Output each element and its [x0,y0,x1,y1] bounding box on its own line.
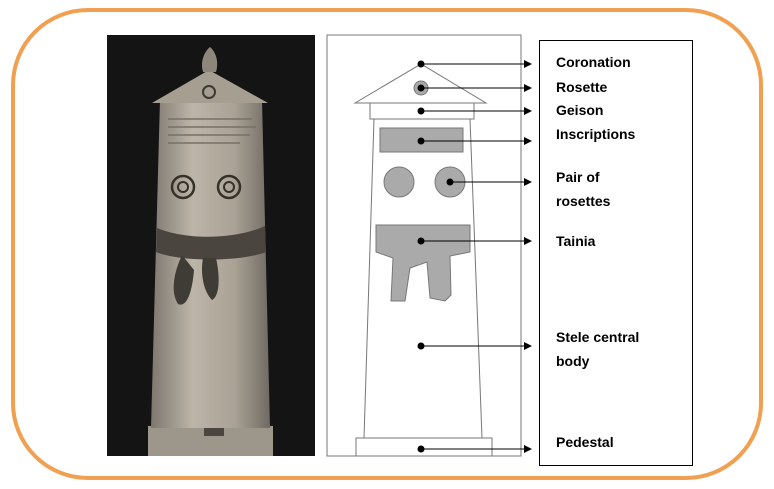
schematic-rosette-left [384,167,414,197]
label-geison: Geison [556,101,603,119]
label-coronation: Coronation [556,53,631,71]
stele-schematic [327,35,521,456]
schematic-shaft [364,119,482,438]
label-pair-of-rosettes-line1: Pair of [556,168,600,186]
label-stele-body-line2: body [556,352,589,370]
label-pedestal: Pedestal [556,433,614,451]
stele-photograph [107,35,315,456]
label-rosette: Rosette [556,78,607,96]
label-pair-of-rosettes-line2: rosettes [556,192,610,210]
label-tainia: Tainia [556,232,595,250]
photo-pedestal-plaque [204,428,224,436]
label-inscriptions: Inscriptions [556,125,635,143]
label-stele-body-line1: Stele central [556,328,639,346]
schematic-pedestal [356,438,492,456]
